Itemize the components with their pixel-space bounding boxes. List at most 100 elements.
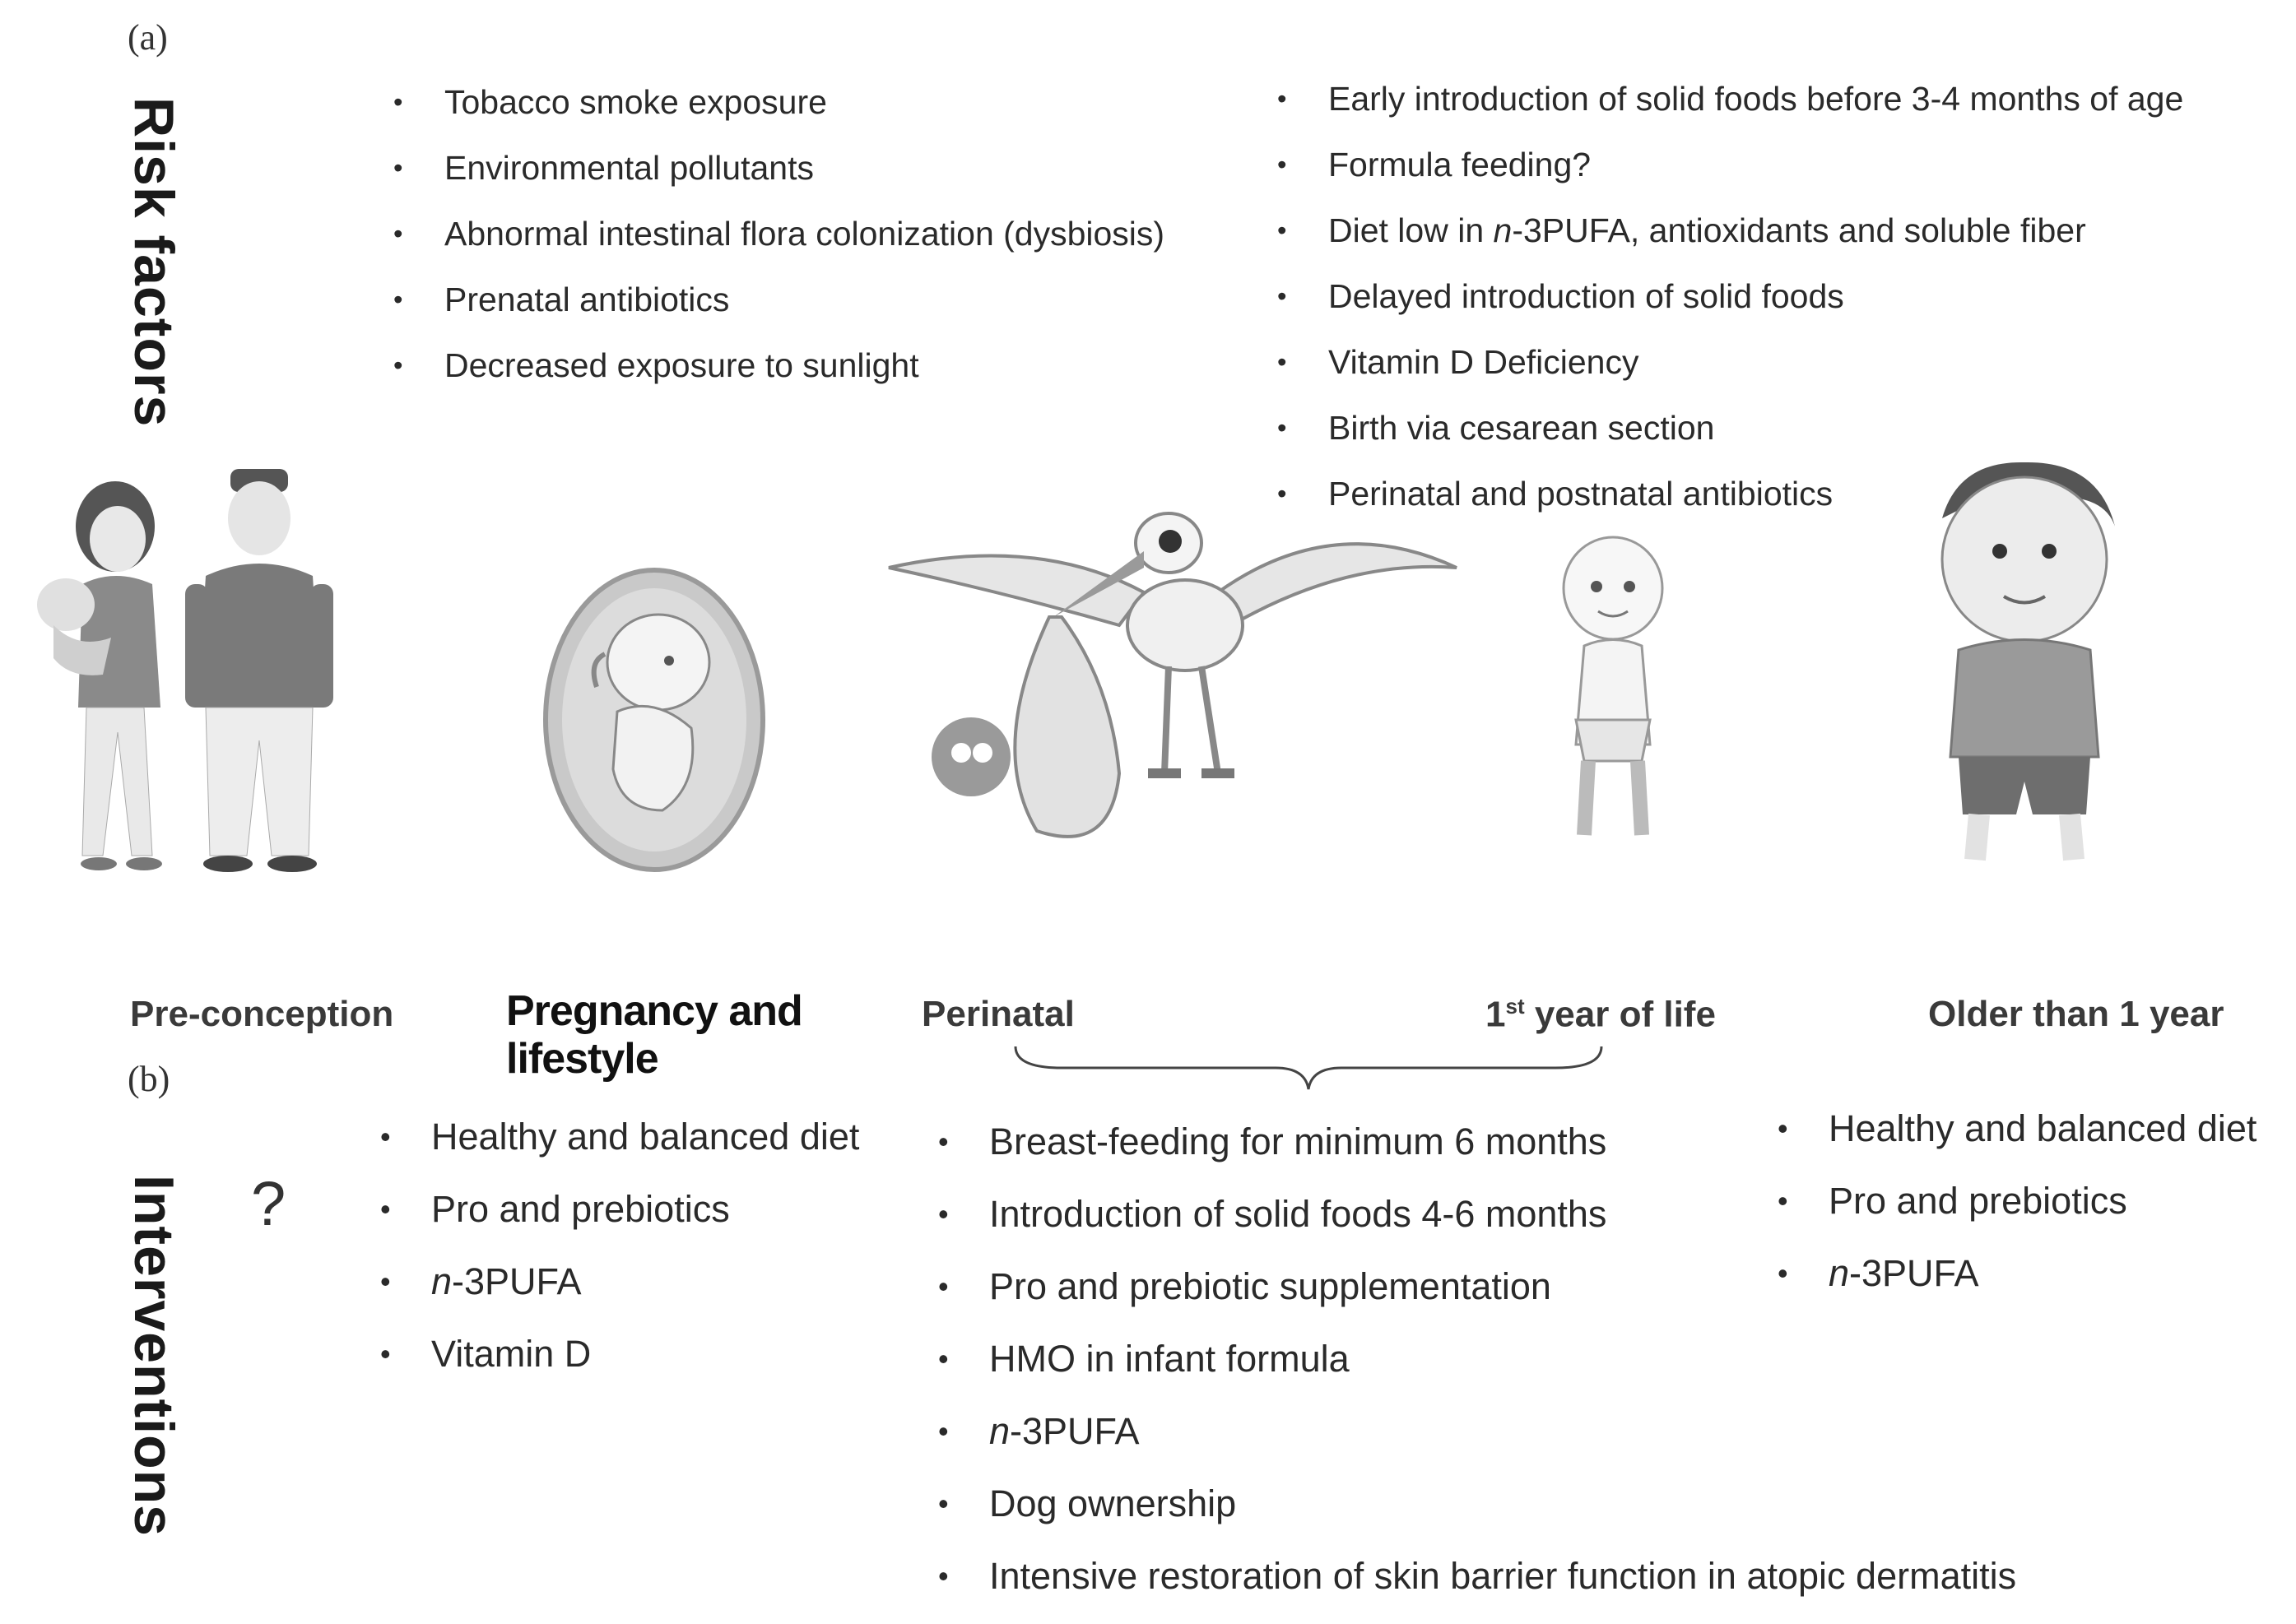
bullet-icon: • [393,218,403,248]
bullet-icon: • [1277,149,1287,179]
list-item-text: Environmental pollutants [444,149,814,187]
bullet-icon: • [938,1487,949,1520]
risk-factors-title: Risk factors [123,97,185,428]
bullet-icon: • [380,1337,391,1371]
first-year-number: 1 [1485,994,1506,1035]
list-item-text: Healthy and balanced diet [1829,1107,2257,1149]
risk-factors-right-list: • Early introduction of solid foods befor… [1277,76,2183,536]
list-item: • Formula feeding? [1277,142,2183,207]
first-year-superscript: st [1505,994,1525,1018]
panel-b-label: (b) [128,1059,170,1099]
bullet-icon: • [1277,215,1287,245]
list-item-text-italic: n [1493,211,1513,249]
bullet-icon: • [393,152,403,183]
list-item-text: Vitamin D Deficiency [1328,343,1639,381]
bullet-icon: • [1277,478,1287,508]
list-item: • Prenatal antibiotics [393,276,1164,342]
list-item-text: Pro and prebiotics [1829,1180,2127,1222]
list-item-text: Intensive restoration of skin barrier fu… [989,1555,2017,1597]
bullet-icon: • [380,1120,391,1153]
list-item-text: Perinatal and postnatal antibiotics [1328,475,1834,513]
list-item: • Healthy and balanced diet [1778,1104,2256,1176]
list-item: • Introduction of solid foods 4-6 months [938,1190,2016,1262]
list-item-text: Vitamin D [431,1333,592,1375]
list-item: • Perinatal and postnatal antibiotics [1277,471,2183,536]
list-item: •Pro and prebiotics [1778,1176,2256,1249]
list-item-text: Prenatal antibiotics [444,281,730,318]
young-boy-icon [1940,462,2115,861]
perinatal-first-year-brace [1014,1046,1603,1090]
fetus-in-womb-icon [543,568,765,872]
list-item: • Diet low in n-3PUFA, antioxidants and s… [1277,207,2183,273]
list-item-text: Early introduction of solid foods before… [1328,80,2184,118]
list-item: • Abnormal intestinal flora colonization … [393,211,1164,276]
list-item-text: Pro and prebiotic supplementation [989,1265,1551,1307]
list-item: • Vitamin D Deficiency [1277,339,2183,405]
stork-delivering-baby-icon [888,512,1457,838]
list-item: • Environmental pollutants [393,145,1164,211]
bullet-icon: • [1277,412,1287,443]
stage-first-year-of-life: 1st year of life [1485,994,1716,1036]
interventions-older-list: • Healthy and balanced diet •Pro and prebi… [1778,1104,2256,1321]
list-item: • Intensive restoration of skin barrier f… [938,1552,2016,1624]
list-item-text: Introduction of solid foods 4-6 months [989,1193,1607,1235]
list-item: • Early introduction of solid foods befor… [1277,76,2183,142]
list-item-text-post: -3PUFA [1849,1252,1979,1294]
list-item: • Delayed introduction of solid foods [1277,273,2183,339]
first-year-text: year of life [1524,994,1716,1035]
list-item-text-post: -3PUFA [1010,1410,1140,1452]
list-item-text: Birth via cesarean section [1328,409,1715,447]
bullet-icon: • [938,1197,949,1231]
pre-conception-unknown-mark: ? [251,1169,286,1239]
list-item: • n-3PUFA [938,1407,2016,1479]
stage-pre-conception: Pre-conception [130,994,394,1034]
stage-pregnancy-line-2: lifestyle [506,1035,659,1083]
interventions-pregnancy-list: • Healthy and balanced diet • Pro and prebi… [380,1112,859,1402]
stage-pregnancy-and-lifestyle: Pregnancy and lifestyle [506,987,803,1083]
list-item-text: Abnormal intestinal flora colonization (… [444,215,1165,253]
interventions-perinatal-list: • Breast-feeding for minimum 6 months • Int… [938,1117,2016,1624]
list-item-text: Healthy and balanced diet [431,1116,860,1158]
bullet-icon: • [938,1125,949,1158]
stage-pregnancy-line-1: Pregnancy and [506,987,803,1035]
bullet-icon: • [380,1264,391,1298]
infant-icon [1562,536,1664,836]
list-item: • Tobacco smoke exposure [393,79,1164,145]
parents-holding-baby-icon [37,469,333,872]
bullet-icon: • [1277,83,1287,114]
interventions-title: Interventions [123,1175,185,1537]
bullet-icon: • [393,86,403,117]
list-item: • Dog ownership [938,1479,2016,1552]
list-item-text-pre: Diet low in [1328,211,1494,249]
list-item: • Breast-feeding for minimum 6 months [938,1117,2016,1190]
stage-perinatal: Perinatal [922,994,1075,1034]
list-item: • Vitamin D [380,1329,859,1402]
bullet-icon: • [393,284,403,314]
bullet-icon: • [938,1269,949,1303]
list-item: • Birth via cesarean section [1277,405,2183,471]
list-item-text-post: -3PUFA, antioxidants and soluble fiber [1512,211,2086,249]
bullet-icon: • [1778,1111,1788,1145]
bullet-icon: • [938,1559,949,1593]
list-item-text: HMO in infant formula [989,1338,1350,1380]
bullet-icon: • [380,1192,391,1226]
list-item-text-italic: n [989,1410,1011,1452]
bullet-icon: • [1277,346,1287,377]
list-item-text: Decreased exposure to sunlight [444,346,919,384]
stage-older-than-one-year: Older than 1 year [1928,994,2224,1034]
list-item: • HMO in infant formula [938,1334,2016,1407]
list-item-text-italic: n [431,1260,453,1302]
list-item-text: Tobacco smoke exposure [444,83,827,121]
list-item-text: Delayed introduction of solid foods [1328,277,1844,315]
bullet-icon: • [1277,281,1287,311]
list-item-text: Breast-feeding for minimum 6 months [989,1121,1607,1162]
list-item-text: Formula feeding? [1328,146,1592,183]
list-item-text: Dog ownership [989,1482,1237,1524]
bullet-icon: • [938,1342,949,1376]
bullet-icon: • [938,1414,949,1448]
list-item-text-post: -3PUFA [452,1260,582,1302]
risk-factors-left-list: • Tobacco smoke exposure • Environmental po… [393,79,1164,408]
list-item: • Healthy and balanced diet [380,1112,859,1185]
list-item-text: Pro and prebiotics [431,1188,730,1230]
list-item: •n-3PUFA [1778,1249,2256,1321]
